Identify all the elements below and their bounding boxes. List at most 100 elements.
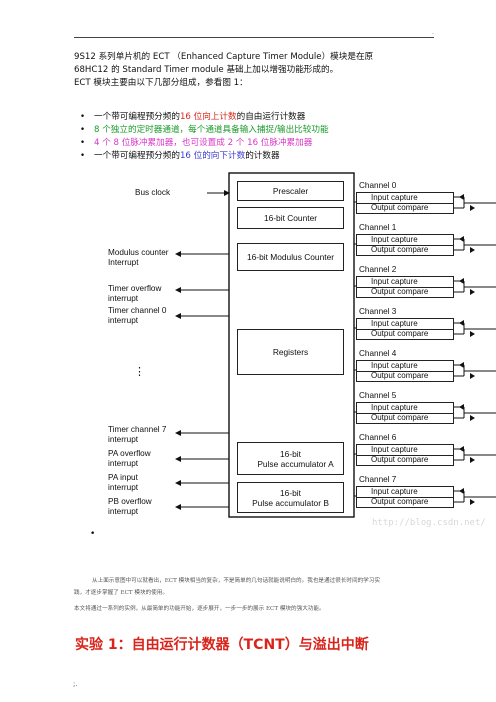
feature-text: 的计数器 [245, 151, 280, 161]
intro-line-1: 9S12 系列单片机的 ECT （Enhanced Capture Timer … [74, 52, 374, 62]
feature-list: 一个带可编程预分频的16 位向上计数的自由运行计数器 8 个独立的定时器通道，每… [80, 111, 329, 162]
label-line: interrupt [108, 483, 139, 492]
timer-channel0-interrupt-label: Timer channel 0 interrupt [108, 306, 166, 326]
capture-arrow-head [459, 362, 464, 368]
feature-text: 一个带可编程预分频的 [94, 151, 180, 161]
header-corner-mark: . [432, 29, 434, 36]
input-capture-label: Input capture [371, 235, 418, 244]
label-line: interrupt [108, 316, 139, 325]
channel-title: Channel 2 [359, 265, 397, 274]
label-line: Timer channel 7 [108, 425, 167, 434]
channel-title: Channel 0 [359, 181, 397, 190]
channel-divider [357, 203, 453, 204]
output-compare-label: Output compare [371, 287, 429, 296]
feature-text: 一个带可编程预分频的 [94, 112, 180, 122]
compare-arrow-head [470, 373, 475, 379]
timer-overflow-interrupt-label: Timer overflow interrupt [108, 284, 161, 304]
footer-mark: ;. [73, 680, 78, 688]
channel-divider [357, 329, 453, 330]
intro-line-2: 68HC12 的 Standard Timer module 基础上加以增强功能… [74, 65, 339, 75]
capture-arrow-head [459, 236, 464, 242]
channel-divider [357, 455, 453, 456]
compare-arrow-head [470, 499, 475, 505]
input-capture-label: Input capture [371, 319, 418, 328]
label-line: interrupt [108, 459, 139, 468]
feature-item: 一个带可编程预分频的16 位向上计数的自由运行计数器 [80, 111, 329, 123]
compare-arrow-head [470, 205, 475, 211]
capture-arrow-head [459, 278, 464, 284]
channel-links [354, 201, 356, 497]
feature-highlight: 16 位向上计数 [179, 112, 237, 122]
feature-item: 一个带可编程预分频的16 位的向下计数的计数器 [80, 150, 329, 162]
notes-line-1: 从上面示意图中可以就看出，ECT 模块相当的复杂，不是简单的几句话就能说明白的。… [92, 578, 380, 584]
output-compare-label: Output compare [371, 329, 429, 338]
label-line: interrupt [108, 507, 139, 516]
channel-title: Channel 3 [359, 307, 397, 316]
counter16-block: 16-bit Counter [237, 207, 344, 229]
watermark-text: http://blog.csdn.net/ [372, 518, 486, 528]
notes-line-2: 践，才逐步掌握了 ECT 模块的使用。 [74, 590, 168, 596]
feature-text: 的自由运行计数器 [236, 112, 306, 122]
capture-arrow-head [459, 446, 464, 452]
capture-arrow-head [459, 320, 464, 326]
pulse-accumulator-b-block: 16-bit Pulse accumulator B [237, 482, 344, 513]
input-capture-label: Input capture [371, 361, 418, 370]
label-line: PA input [108, 473, 138, 482]
channel-title: Channel 7 [359, 475, 397, 484]
pulse-accumulator-a-block: 16-bit Pulse accumulator A [237, 442, 344, 475]
feature-highlight: 4 个 8 位脉冲累加器，也可设置成 2 个 16 位脉冲累加器 [94, 138, 313, 148]
channel-title: Channel 4 [359, 349, 397, 358]
prescaler-block: Prescaler [237, 181, 344, 201]
channel-divider [357, 287, 453, 288]
output-compare-label: Output compare [371, 455, 429, 464]
compare-arrow-head [470, 457, 475, 463]
label-line: Timer channel 0 [108, 306, 167, 315]
channel-divider [357, 413, 453, 414]
channel-port-arrows [454, 194, 496, 505]
input-capture-label: Input capture [371, 277, 418, 286]
label-line: interrupt [108, 294, 139, 303]
label-line: Modulus counter [108, 248, 169, 257]
label-line: PA overflow [108, 449, 151, 458]
channel-divider [357, 245, 453, 246]
channel-divider [357, 497, 453, 498]
block-line: 16-bit [280, 487, 301, 498]
label-line: PB overflow [108, 497, 152, 506]
bus-clock-label: Bus clock [135, 188, 171, 197]
channel-title: Channel 6 [359, 433, 397, 442]
input-capture-label: Input capture [371, 193, 418, 202]
block-line: Pulse accumulator B [252, 497, 329, 508]
notes-line-3: 本文将通过一系列的实例，从最简单的功能开始，逐步展开，一步一步的展示 ECT 模… [74, 606, 325, 612]
block-line: Pulse accumulator A [257, 458, 334, 469]
output-compare-label: Output compare [371, 497, 429, 506]
label-line: Interrupt [108, 258, 139, 267]
output-compare-label: Output compare [371, 413, 429, 422]
feature-item: 4 个 8 位脉冲累加器，也可设置成 2 个 16 位脉冲累加器 [80, 137, 329, 149]
input-capture-label: Input capture [371, 403, 418, 412]
compare-arrow-head [470, 289, 475, 295]
feature-highlight: 8 个独立的定时器通道，每个通道具备输入捕捉/输出比较功能 [94, 125, 329, 135]
empty-bullet: • [90, 529, 96, 539]
pa-input-interrupt-label: PA input interrupt [108, 473, 138, 493]
channel-title: Channel 1 [359, 223, 397, 232]
pb-overflow-interrupt-label: PB overflow interrupt [108, 497, 152, 517]
input-capture-label: Input capture [371, 487, 418, 496]
label-line: Timer overflow [108, 284, 162, 293]
capture-arrow-head [459, 488, 464, 494]
block-line: 16-bit [280, 448, 301, 459]
feature-item: 8 个独立的定时器通道，每个通道具备输入捕捉/输出比较功能 [80, 124, 329, 136]
compare-arrow-head [470, 331, 475, 337]
channel-title: Channel 5 [359, 391, 397, 400]
timer-channel7-interrupt-label: Timer channel 7 interrupt [108, 425, 166, 445]
feature-highlight: 16 位的向下计数 [179, 151, 246, 161]
header-rule [74, 37, 434, 38]
label-line: interrupt [108, 435, 139, 444]
modulus-counter-interrupt-label: Modulus counter Interrupt [108, 248, 169, 268]
